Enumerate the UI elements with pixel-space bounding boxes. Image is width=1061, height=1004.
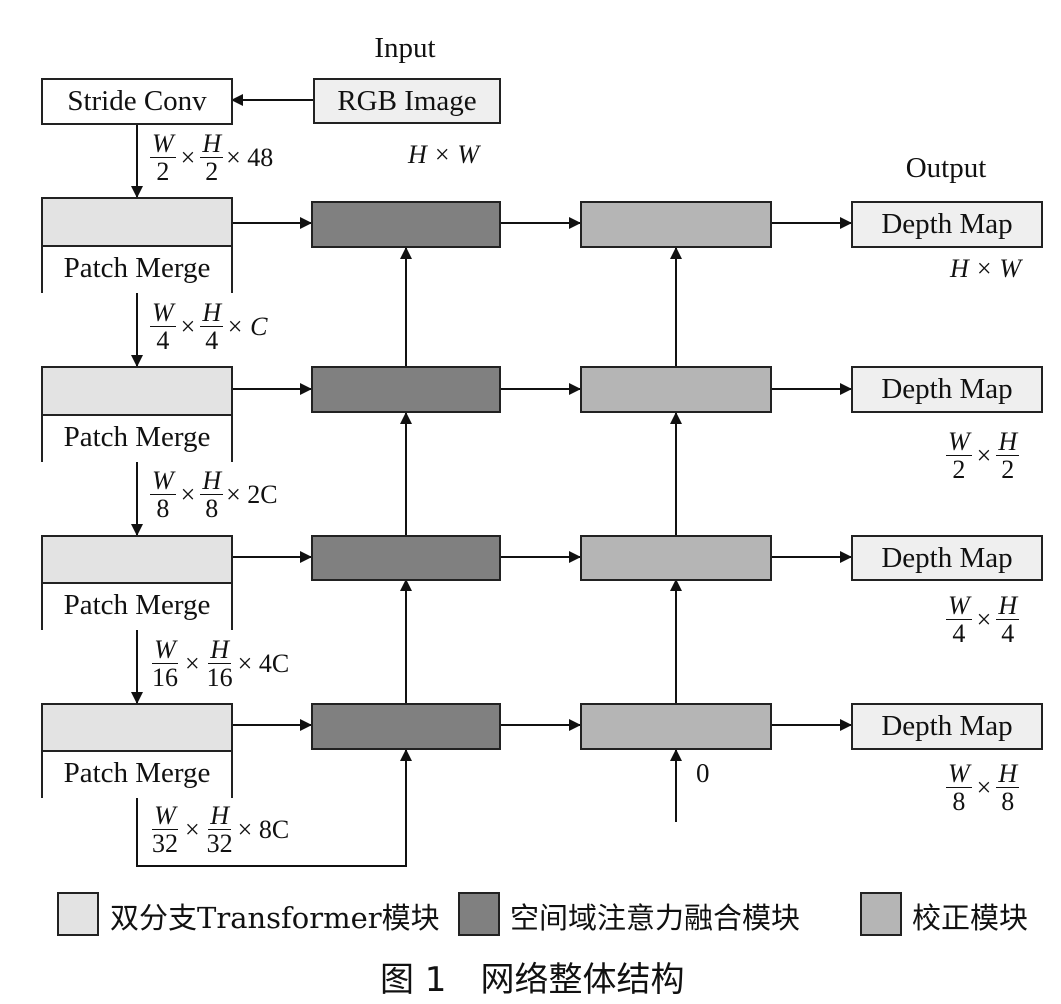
depth-map-label: Depth Map	[881, 373, 1013, 405]
correction-block-3	[580, 535, 772, 581]
patch-merge-label: Patch Merge	[63, 252, 211, 284]
depth-map-box-4: Depth Map	[851, 703, 1043, 750]
correction-block-4	[580, 703, 772, 750]
spatial-fusion-block-2	[311, 366, 501, 413]
patch-merge-label: Patch Merge	[63, 757, 211, 789]
encoder-stage-3: Patch Merge	[41, 535, 233, 630]
encoder-stage-4: Patch Merge	[41, 703, 233, 798]
encoder-stage-1: Patch Merge	[41, 197, 233, 293]
arrow-enc4-loop-to-fusion4	[136, 749, 412, 867]
stride-conv-box: Stride Conv	[41, 78, 233, 125]
rgb-image-box: RGB Image	[313, 78, 501, 124]
patch-merge-label: Patch Merge	[63, 421, 211, 453]
depth-map-label: Depth Map	[881, 542, 1013, 574]
correction-block-1	[580, 201, 772, 248]
legend-label-dual-branch: 双分支Transformer模块	[110, 901, 440, 935]
spatial-fusion-block-4	[311, 703, 501, 750]
depth-map-box-2: Depth Map	[851, 366, 1043, 413]
output-title: Output	[905, 152, 987, 184]
patch-merge-label: Patch Merge	[63, 589, 211, 621]
depth-map-box-3: Depth Map	[851, 535, 1043, 581]
zero-input-label: 0	[696, 758, 710, 788]
output-dim-label-1: H × W	[950, 254, 1021, 283]
legend-swatch-dual-branch	[57, 892, 99, 936]
spatial-fusion-block-3	[311, 535, 501, 581]
legend-swatch-spatial-fusion	[458, 892, 500, 936]
legend-label-spatial-fusion: 空间域注意力融合模块	[510, 901, 801, 935]
stride-conv-label: Stride Conv	[67, 85, 207, 117]
depth-map-box-1: Depth Map	[851, 201, 1043, 248]
legend-label-correction: 校正模块	[912, 901, 1029, 935]
depth-map-label: Depth Map	[881, 710, 1013, 742]
legend-swatch-correction	[860, 892, 902, 936]
encoder-stage-2: Patch Merge	[41, 366, 233, 462]
spatial-fusion-block-1	[311, 201, 501, 248]
rgb-image-label: RGB Image	[337, 85, 477, 117]
input-title: Input	[374, 32, 436, 64]
correction-block-2	[580, 366, 772, 413]
figure-caption: 图 1 网络整体结构	[380, 960, 685, 1000]
depth-map-label: Depth Map	[881, 208, 1013, 240]
input-dim-label: H × W	[408, 140, 479, 169]
